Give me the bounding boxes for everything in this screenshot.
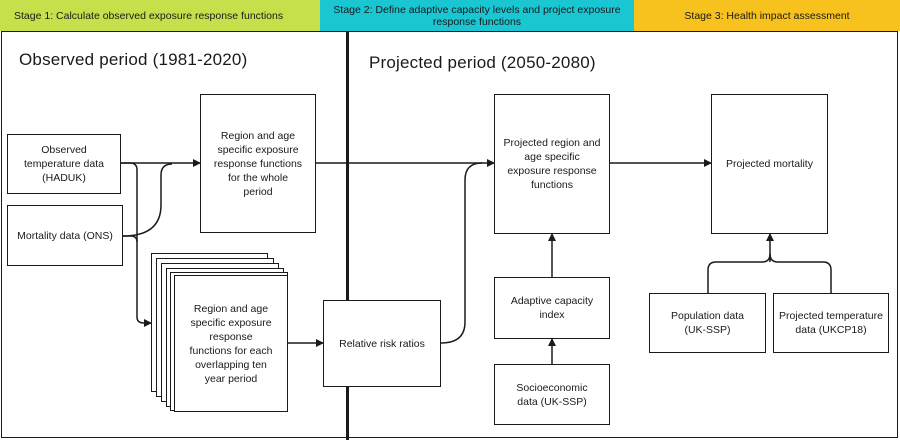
period-divider <box>346 31 349 440</box>
projected-period-title: Projected period (2050-2080) <box>369 53 596 72</box>
projected-temperature-box: Projected temperature data (UKCP18) <box>773 293 889 353</box>
whole-period-erf-box: Region and age specific exposure respons… <box>200 94 316 233</box>
stage-2-header: Stage 2: Define adaptive capacity levels… <box>320 0 634 31</box>
projected-erf-box: Projected region and age specific exposu… <box>494 94 610 234</box>
population-box: Population data (UK-SSP) <box>649 293 766 353</box>
relative-risk-box: Relative risk ratios <box>323 300 441 387</box>
observed-period-title: Observed period (1981-2020) <box>19 50 248 69</box>
projected-mortality-box: Projected mortality <box>711 94 828 234</box>
ten-year-erf-box: Region and age specific exposure respons… <box>174 275 288 412</box>
stage-1-header: Stage 1: Calculate observed exposure res… <box>0 0 320 31</box>
adaptive-capacity-box: Adaptive capacity index <box>494 277 610 339</box>
mortality-data-box: Mortality data (ONS) <box>7 205 123 266</box>
observed-period-panel <box>1 31 349 438</box>
socioeconomic-box: Socioeconomic data (UK-SSP) <box>494 364 610 425</box>
observed-temperature-box: Observed temperature data (HADUK) <box>7 134 121 194</box>
stage-3-header: Stage 3: Health impact assessment <box>634 0 900 31</box>
